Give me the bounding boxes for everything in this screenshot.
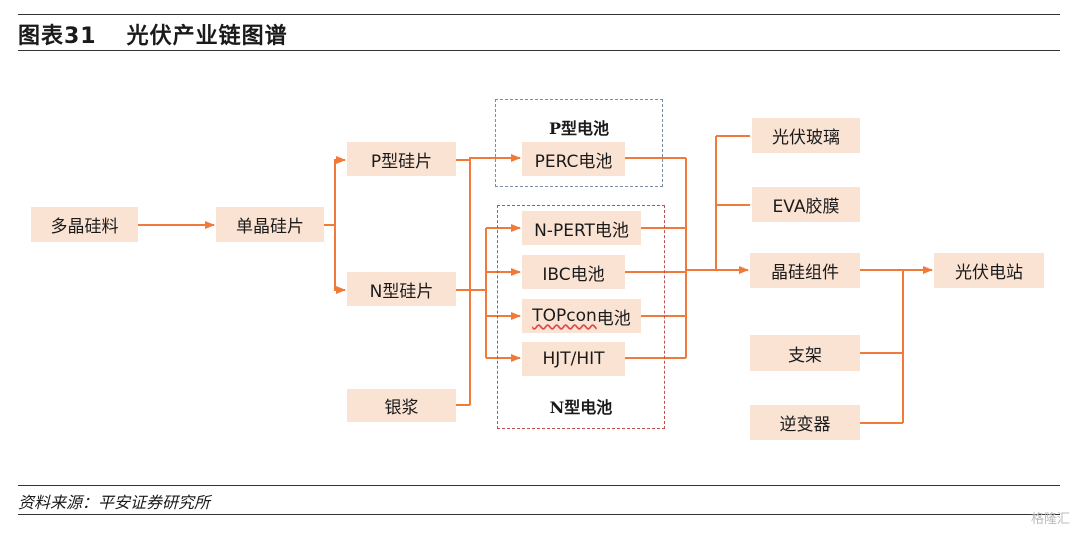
- top-rule: [18, 14, 1060, 15]
- node-polysilicon: 多晶硅料: [31, 207, 138, 242]
- node-pv-station: 光伏电站: [934, 253, 1044, 288]
- topcon-prefix: TOPcon: [532, 306, 597, 326]
- p-type-cell-group: [495, 99, 663, 187]
- node-p-wafer: P型硅片: [347, 142, 456, 176]
- node-ibc-cell: IBC电池: [522, 255, 625, 289]
- header-rule: [18, 50, 1060, 51]
- arrow-mono-to-n-wafer: [324, 224, 346, 294]
- figure-title-text: 光伏产业链图谱: [126, 24, 288, 49]
- footer-rule: [18, 485, 1060, 486]
- node-silver-paste: 银浆: [347, 389, 456, 422]
- p-type-cell-group-label: P型电池: [548, 119, 610, 138]
- node-npert-cell: N-PERT电池: [522, 211, 641, 245]
- bottom-rule: [18, 514, 1060, 515]
- node-perc-cell: PERC电池: [522, 142, 625, 176]
- n-type-cell-group-label: N型电池: [549, 398, 613, 417]
- node-inverter: 逆变器: [750, 405, 860, 440]
- arrow-mono-to-p-wafer: [324, 156, 346, 226]
- watermark-logo: 格隆汇: [1030, 512, 1070, 527]
- node-eva-film: EVA胶膜: [752, 187, 860, 222]
- n-type-cell-group: [497, 205, 665, 429]
- figure-number: 图表31: [18, 24, 97, 49]
- node-mono-wafer: 单晶硅片: [216, 207, 324, 242]
- node-module: 晶硅组件: [750, 253, 860, 288]
- node-pv-glass: 光伏玻璃: [752, 118, 860, 153]
- node-bracket: 支架: [750, 335, 860, 371]
- source-note: 资料来源：平安证券研究所: [18, 493, 211, 512]
- topcon-suffix: 电池: [596, 308, 631, 329]
- figure-title: 图表31 光伏产业链图谱: [18, 18, 288, 50]
- node-hjt-cell: HJT/HIT: [522, 342, 625, 376]
- node-n-wafer: N型硅片: [347, 272, 456, 306]
